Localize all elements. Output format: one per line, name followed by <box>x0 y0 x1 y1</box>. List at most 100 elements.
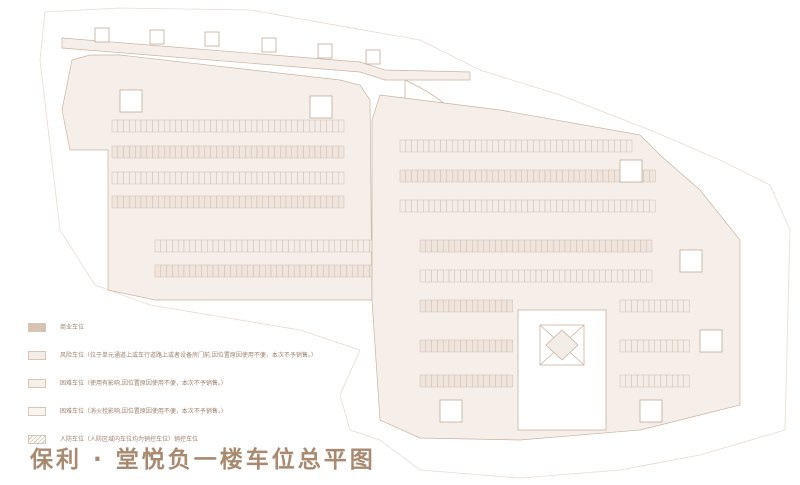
parking-stall <box>460 239 467 253</box>
legend-label: 风险车位（位于单元通道上或车行道路上或者设备房门前,因位置原因使用不便，本次不予… <box>60 351 317 359</box>
parking-stall <box>253 264 260 278</box>
parking-stall <box>466 374 473 388</box>
parking-stall <box>654 374 661 388</box>
parking-stall <box>282 239 289 253</box>
parking-stall <box>489 374 496 388</box>
parking-stall <box>274 171 281 185</box>
parking-stall <box>320 119 327 133</box>
parking-stall <box>187 145 194 159</box>
parking-stall <box>221 171 229 185</box>
parking-stall <box>643 339 650 353</box>
parking-stall <box>486 199 494 213</box>
parking-stall <box>204 145 211 159</box>
parking-stall <box>588 269 595 283</box>
parking-stall <box>163 195 171 209</box>
parking-stall <box>648 374 656 388</box>
parking-stall <box>326 171 333 185</box>
parking-stall <box>477 299 485 313</box>
parking-stall <box>210 195 217 209</box>
parking-stall <box>495 374 502 388</box>
parking-stall <box>338 195 345 209</box>
parking-stall <box>452 139 459 153</box>
parking-stall <box>544 199 552 213</box>
parking-stall <box>640 239 647 253</box>
parking-stall <box>340 264 347 278</box>
parking-stall <box>666 339 673 353</box>
parking-stall <box>477 239 485 253</box>
parking-stall <box>140 119 148 133</box>
parking-stall <box>547 239 554 253</box>
parking-stall <box>334 239 341 253</box>
parking-stall <box>282 264 289 278</box>
parking-stall <box>181 119 188 133</box>
parking-stall <box>501 269 508 283</box>
parking-stall <box>550 169 557 183</box>
parking-stall <box>233 145 240 159</box>
parking-stall <box>163 171 171 185</box>
parking-stall <box>230 239 237 253</box>
parking-stall <box>454 299 461 313</box>
parking-stall <box>440 169 447 183</box>
parking-stall <box>146 145 153 159</box>
parking-stall <box>501 299 508 313</box>
parking-stall <box>582 269 589 283</box>
parking-stall <box>183 264 191 278</box>
parking-stall <box>448 374 456 388</box>
parking-stall <box>140 195 148 209</box>
parking-stall <box>152 171 159 185</box>
parking-stall <box>489 339 496 353</box>
parking-stall <box>481 199 488 213</box>
parking-stall <box>510 199 517 213</box>
parking-stall <box>489 269 496 283</box>
parking-stall <box>559 269 566 283</box>
parking-stall <box>241 239 249 253</box>
parking-stall <box>129 145 136 159</box>
parking-stall <box>357 264 365 278</box>
parking-stall <box>631 199 639 213</box>
parking-stall <box>314 195 322 209</box>
parking-stall <box>483 239 490 253</box>
parking-stall <box>437 299 444 313</box>
parking-stall <box>553 239 560 253</box>
parking-stall <box>166 264 173 278</box>
parking-stall <box>117 171 124 185</box>
parking-stall <box>628 239 635 253</box>
parking-stall <box>518 269 525 283</box>
parking-stall <box>573 169 581 183</box>
parking-stall <box>672 299 679 313</box>
parking-stall <box>611 239 618 253</box>
parking-stall <box>198 145 206 159</box>
parking-stall <box>457 199 465 213</box>
parking-stall <box>192 171 200 185</box>
parking-stall <box>181 145 188 159</box>
parking-stall <box>591 139 598 153</box>
parking-stall <box>544 139 552 153</box>
parking-stall <box>216 119 223 133</box>
parking-stall <box>425 339 432 353</box>
parking-stall <box>434 139 441 153</box>
parking-stall <box>614 139 621 153</box>
parking-stall <box>210 171 217 185</box>
parking-stall <box>352 264 359 278</box>
parking-stall <box>140 145 148 159</box>
parking-stall <box>154 239 162 253</box>
parking-stall <box>631 374 638 388</box>
parking-stall <box>423 169 430 183</box>
parking-stall <box>460 269 467 283</box>
parking-stall <box>443 339 450 353</box>
page-title: 保利 · 堂悦负一楼车位总平图 <box>30 447 376 473</box>
parking-stall <box>206 239 214 253</box>
parking-stall <box>123 145 130 159</box>
parking-stall <box>506 299 514 313</box>
parking-stall <box>579 139 586 153</box>
parking-stall <box>163 145 171 159</box>
parking-stall <box>340 239 347 253</box>
parking-stall <box>593 269 601 283</box>
parking-stall <box>454 339 461 353</box>
parking-stall <box>602 139 610 153</box>
parking-stall <box>495 239 502 253</box>
parking-stall <box>134 195 142 209</box>
parking-stall <box>334 264 341 278</box>
parking-stall <box>539 169 546 183</box>
parking-stall <box>625 299 632 313</box>
